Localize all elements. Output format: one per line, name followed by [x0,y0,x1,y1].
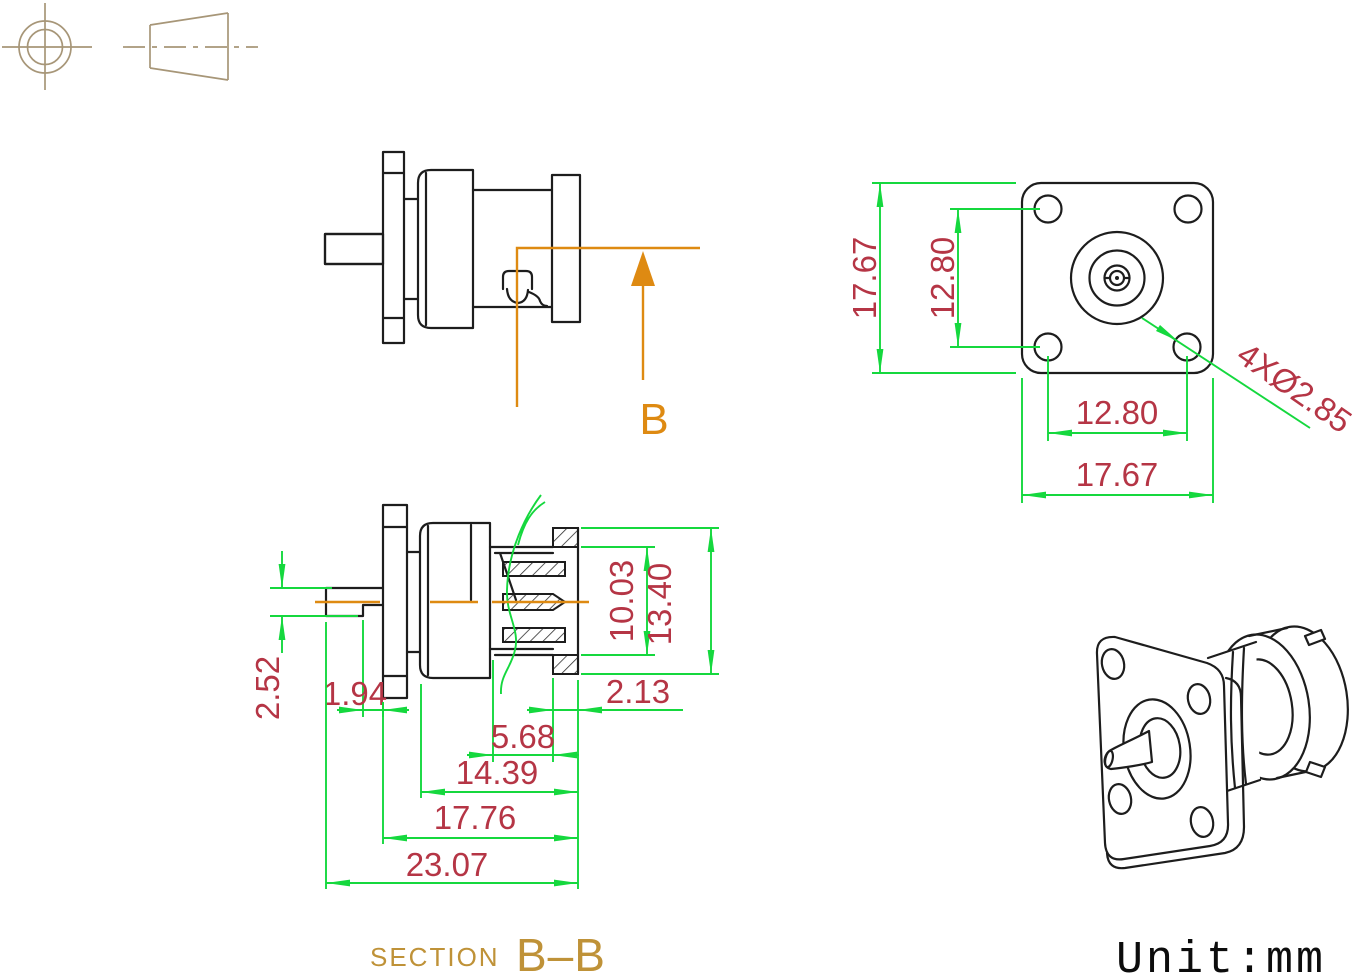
iso-hole-top-left [1100,648,1126,680]
side-neck [402,197,420,301]
sec-shell-walls [488,545,555,657]
cutting-plane-line [515,246,700,407]
iso-flange-thickness [1105,676,1246,870]
dim-coupling-outer-label: 13.40 [641,563,678,646]
side-flange [381,150,406,345]
sec-body [418,521,492,680]
side-mid-shell [471,188,554,309]
section-title-prefix: SECTION [370,942,500,972]
dim-face-setback-label: 2.13 [606,673,670,710]
dim-flange-to-face-label: 17.76 [434,799,517,836]
dim-pin-to-flange-label: 1.94 [323,675,387,712]
sec-sleeve-bottom [502,627,566,643]
iso-bayonet-stud-top [1303,628,1327,647]
iso-bayonet-stud-bottom [1304,760,1327,779]
iso-hole-bottom-left [1107,783,1133,815]
side-body [416,168,475,330]
isometric-view [1095,625,1349,870]
dim-overall-length-label: 23.07 [406,846,489,883]
dim-ext-insulator-bore [581,546,655,656]
dim-pin-height-label: 2.52 [249,656,286,720]
dim-insulator-bore-label: 10.03 [603,560,640,643]
sec-neck [405,550,422,654]
dim-body-length-label: 14.39 [456,754,539,791]
dim-ext-overall-height [872,182,1016,374]
front-body-circle [1069,230,1165,326]
projection-symbol [2,3,258,90]
section-view: 2.52 1.94 5.68 2.13 14.39 17.76 23.07 10… [249,494,719,889]
dim-ext-coupling-outer [581,527,719,675]
projection-crosshair [2,3,92,90]
front-flange-outline [1020,181,1215,375]
dim-bayonet-slot-label: 5.68 [491,718,555,755]
section-title-id: B–B [516,929,606,976]
leader-arrowhead [1156,325,1178,341]
cutting-plane-label: B [639,395,668,444]
dim-overall-width-label: 17.67 [1076,456,1159,493]
dim-ext-hole-pitch-h [1047,356,1188,441]
dim-overall-height-label: 17.67 [846,237,883,320]
front-center-point [1115,276,1119,280]
dim-hole-pitch-v-label: 12.80 [924,237,961,320]
iso-hole-top-right [1186,683,1212,715]
iso-pin-tip [1103,749,1115,769]
iso-hole-bottom-right [1189,806,1215,838]
annotations: SECTION B–B Unit:mm [370,929,1326,976]
dim-ext-overall-width [1021,378,1214,503]
sec-coupling-top [552,527,579,548]
sec-sleeve-top [502,561,566,577]
side-view: B [323,150,700,444]
projection-cone [149,12,229,81]
sec-coupling-bottom [552,654,579,675]
dim-hole-pitch-h-label: 12.80 [1076,394,1159,431]
cutting-plane-arrowhead [631,251,655,286]
units-label: Unit:mm [1116,935,1326,976]
front-insulator-circle [1088,249,1146,307]
dim-ext-hole-pitch-v [950,208,1040,348]
front-hole-top-right [1173,194,1203,224]
sec-break-line [500,494,546,695]
